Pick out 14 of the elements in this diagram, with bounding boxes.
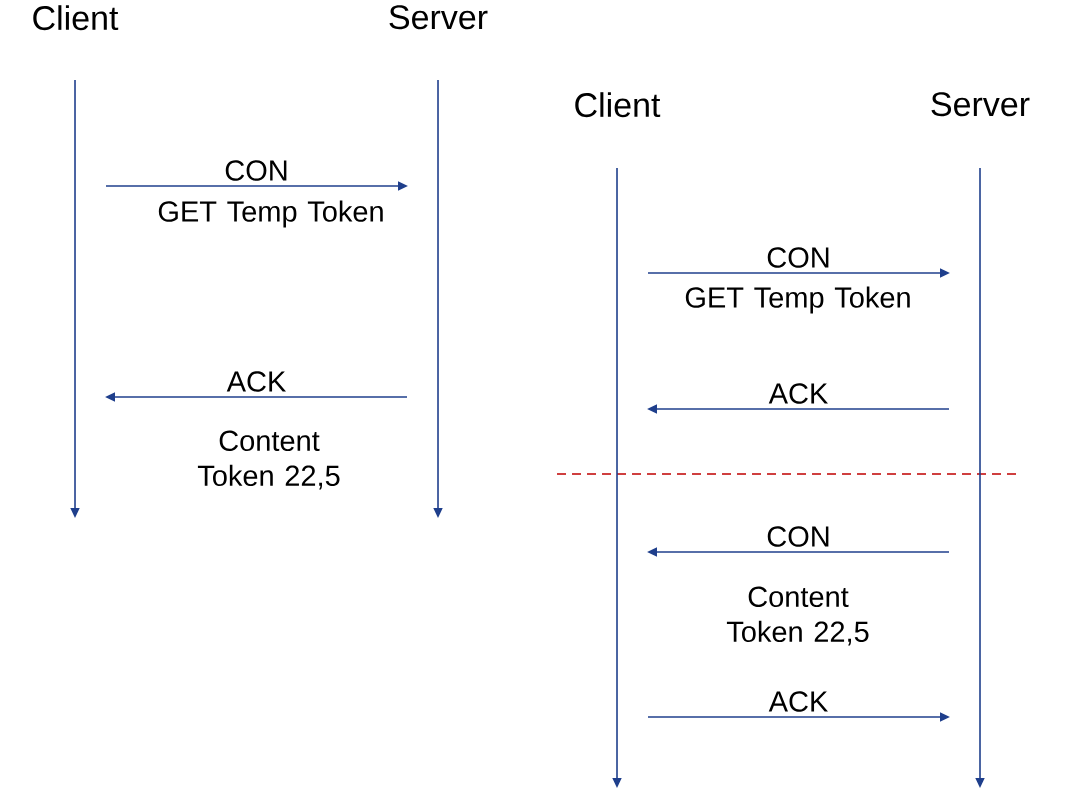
node-label: Client [575,92,661,118]
node-label: Server [389,5,488,30]
message-text: GET Temp Token [685,286,910,314]
message-text: Content Token 22,5 [197,430,340,490]
edge-label: CON [765,246,832,269]
message-text: Content Token 22,5 [726,586,869,646]
edge-label: ACK [225,370,288,393]
message-text: GET Temp Token [158,200,383,228]
node-label: Client [33,5,119,31]
node-label: Server [931,92,1030,117]
edge-label: ACK [767,690,830,713]
edge-label: CON [223,159,290,182]
edge-label: CON [765,525,832,548]
edge-label: ACK [767,382,830,405]
